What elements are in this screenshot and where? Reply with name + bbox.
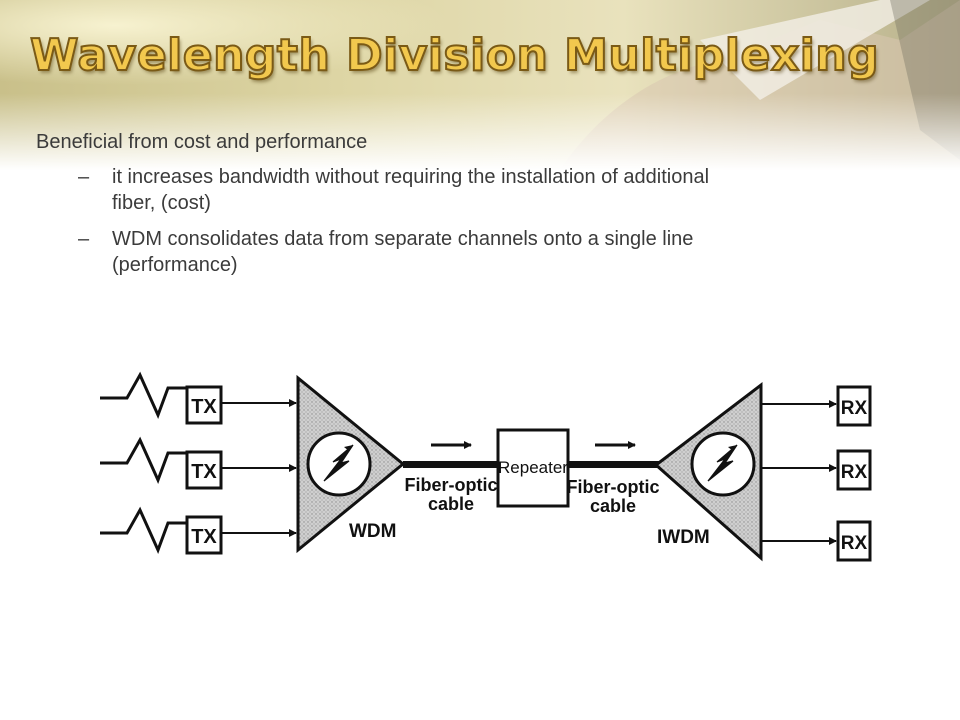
- lightning-icon: [707, 444, 738, 482]
- input-signal-2: [100, 436, 187, 484]
- cable-label: cable: [428, 494, 474, 514]
- wdm-multiplexer: WDM: [296, 374, 406, 554]
- sub-bullet-cost: – it increases bandwidth without requiri…: [36, 164, 936, 216]
- iwdm-demultiplexer: IWDM: [653, 381, 763, 562]
- rx-label: RX: [841, 462, 868, 483]
- lightning-icon: [323, 444, 354, 482]
- tx-box-3: TX: [185, 515, 223, 555]
- dash-marker: –: [78, 228, 90, 250]
- main-bullet: Beneficial from cost and performance: [36, 131, 368, 153]
- header-background: [0, 0, 960, 170]
- sub-bullet-line: WDM consolidates data from separate chan…: [112, 228, 694, 250]
- wdm-label: WDM: [349, 521, 396, 542]
- sub-bullet-line: (performance): [112, 254, 238, 276]
- sub-bullet-line: it increases bandwidth without requiring…: [112, 166, 710, 188]
- slide-title: Wavelength Division Multiplexing: [29, 29, 880, 82]
- tx-label: TX: [191, 396, 217, 418]
- sub-bullet-performance: – WDM consolidates data from separate ch…: [36, 226, 936, 278]
- rx-box-1: RX: [836, 385, 872, 427]
- tx-label: TX: [191, 526, 217, 548]
- input-signal-1: [100, 371, 187, 419]
- repeater-box: Repeater: [496, 428, 570, 508]
- cable-label: cable: [590, 496, 636, 516]
- dash-marker: –: [78, 166, 90, 188]
- iwdm-label: IWDM: [657, 527, 710, 548]
- cable-label: Fiber-optic: [405, 475, 498, 495]
- input-signal-3: [100, 506, 187, 554]
- fiber-cable-right: [568, 461, 660, 468]
- repeater-label: Repeater: [498, 458, 568, 477]
- rx-box-3: RX: [836, 520, 872, 562]
- rx-label: RX: [841, 533, 868, 554]
- rx-box-2: RX: [836, 449, 872, 491]
- wdm-diagram: TX TX TX WDM Fiber-optic cable R: [100, 371, 872, 562]
- tx-label: TX: [191, 461, 217, 483]
- fiber-cable-left: [403, 461, 499, 468]
- tx-box-2: TX: [185, 450, 223, 490]
- rx-label: RX: [841, 398, 868, 419]
- bullet-list: Beneficial from cost and performance – i…: [36, 128, 936, 288]
- tx-box-1: TX: [185, 385, 223, 425]
- cable-label: Fiber-optic: [567, 477, 660, 497]
- sub-bullet-line: fiber, (cost): [112, 192, 211, 214]
